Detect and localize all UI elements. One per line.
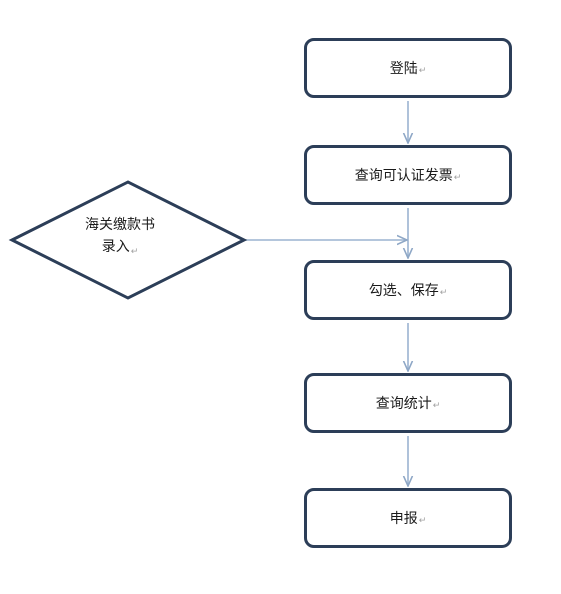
step-login-label: 登陆 [389, 61, 418, 77]
customs-payment-entry-line1: 海关缴款书 [85, 217, 155, 233]
step-query-statistics-label: 查询统计 [375, 396, 432, 412]
return-mark-icon: ↵ [418, 516, 427, 526]
return-mark-icon: ↵ [130, 247, 139, 257]
step-select-save-label: 勾选、保存 [368, 283, 439, 299]
step-login: 登陆↵ [304, 38, 512, 98]
return-mark-icon: ↵ [432, 401, 441, 411]
step-declare: 申报↵ [304, 488, 512, 548]
return-mark-icon: ↵ [453, 173, 462, 183]
customs-payment-entry-line2: 录入↵ [101, 239, 139, 257]
step-declare-label: 申报 [389, 511, 418, 527]
step-query-certifiable-invoices: 查询可认证发票↵ [304, 145, 512, 205]
step-select-save: 勾选、保存↵ [304, 260, 512, 320]
step-query-statistics: 查询统计↵ [304, 373, 512, 433]
decision-diamond [8, 180, 248, 300]
return-mark-icon: ↵ [439, 288, 448, 298]
customs-payment-entry-label: 海关缴款书 录入↵ [60, 214, 180, 260]
return-mark-icon: ↵ [418, 66, 427, 76]
step-query-certifiable-invoices-label: 查询可认证发票 [354, 168, 453, 184]
